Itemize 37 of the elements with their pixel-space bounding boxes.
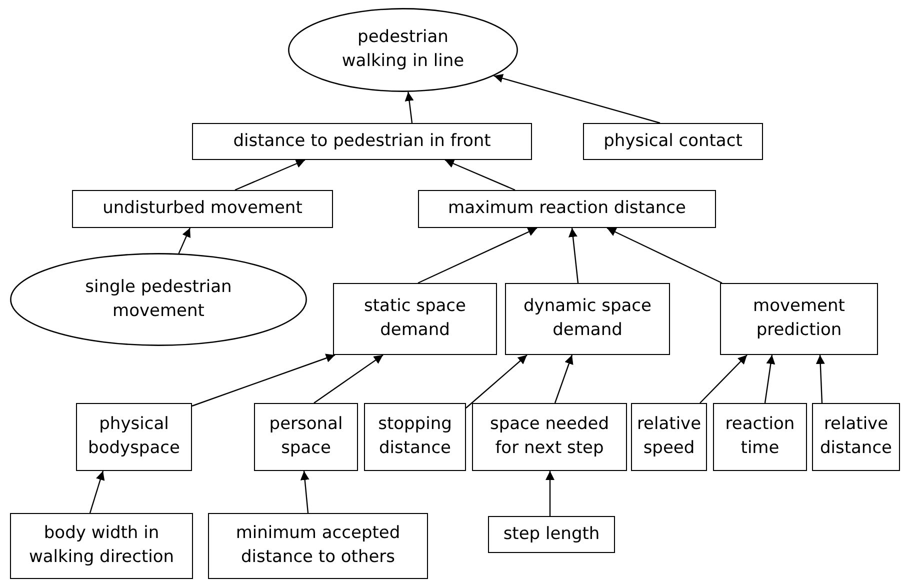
node-label: physical bodyspace	[87, 413, 181, 460]
node-label: step length	[503, 522, 600, 546]
node-label: movement prediction	[752, 295, 846, 342]
node-label: body width in walking direction	[28, 522, 176, 569]
node-label: minimum accepted distance to others	[234, 522, 402, 569]
arrow	[300, 470, 310, 514]
node-label: physical contact	[604, 130, 742, 153]
arrow	[444, 159, 516, 191]
arrow	[192, 354, 336, 407]
node-label: single pedestrian movement	[84, 276, 233, 322]
arrow	[418, 227, 538, 284]
node-label: pedestrian walking in line	[340, 26, 466, 73]
node-label: relative speed	[636, 413, 702, 460]
arrow	[466, 354, 528, 408]
node-label: stopping distance	[377, 413, 453, 460]
arrow	[554, 354, 574, 404]
arrow	[606, 227, 722, 284]
arrow	[494, 74, 660, 124]
node-label: reaction time	[724, 413, 796, 460]
arrow	[314, 354, 384, 404]
arrow	[178, 228, 191, 254]
arrow	[764, 354, 776, 404]
node-label: relative distance	[818, 413, 894, 460]
arrow	[816, 354, 825, 404]
arrow	[89, 470, 105, 514]
node-label: space needed for next step	[488, 413, 610, 460]
arrow	[404, 92, 414, 124]
arrow	[700, 354, 748, 404]
node-label: maximum reaction distance	[448, 197, 686, 220]
node-label: dynamic space demand	[522, 295, 652, 342]
node-label: undisturbed movement	[102, 197, 302, 220]
arrow	[234, 159, 306, 191]
node-label: static space demand	[363, 295, 467, 342]
node-label: distance to pedestrian in front	[233, 130, 491, 153]
node-label: personal space	[268, 413, 344, 460]
arrow	[568, 228, 579, 284]
arrow	[546, 471, 554, 516]
